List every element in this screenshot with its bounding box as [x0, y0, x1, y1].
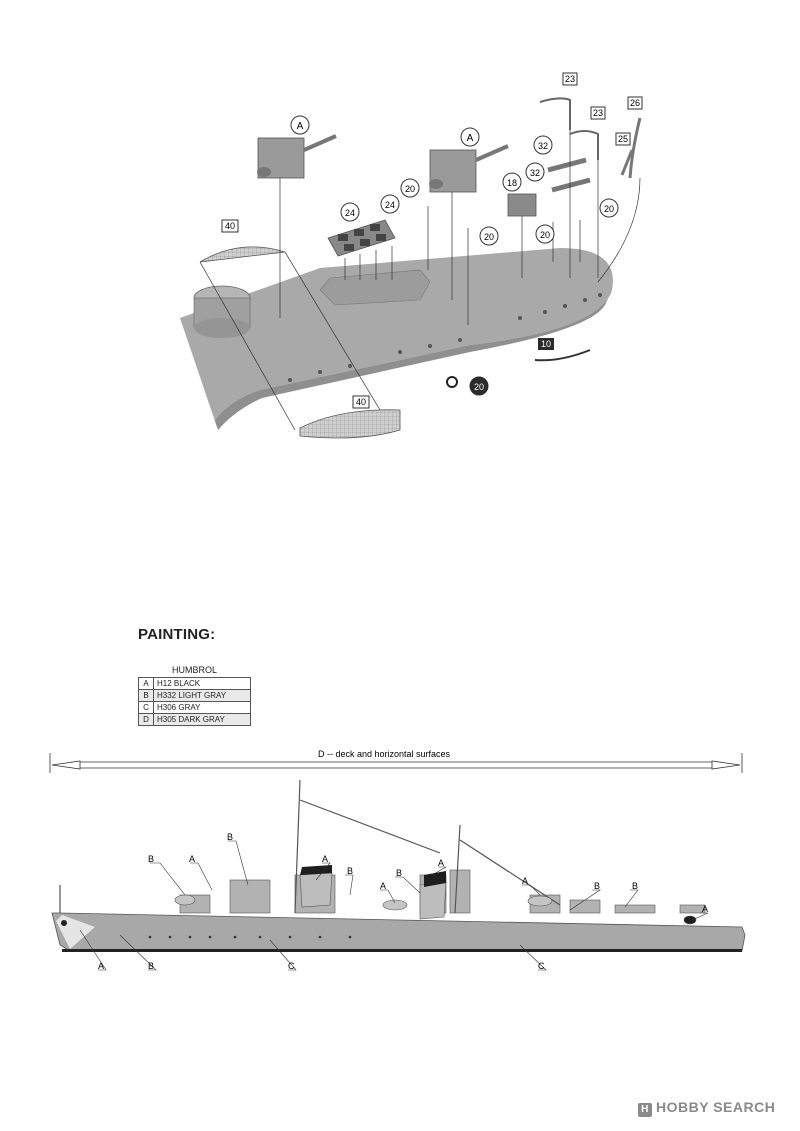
- label-b4: B: [396, 868, 402, 878]
- label-23-mid: 23: [590, 106, 606, 120]
- svg-text:A: A: [297, 121, 304, 132]
- funnel-forward: [299, 872, 333, 908]
- callout-32a: 32: [533, 135, 553, 155]
- svg-text:20: 20: [405, 184, 415, 194]
- paint-table-header: HUMBROL: [171, 665, 217, 675]
- assembly-diagram: A A 32 32 18 24 24 20 20 20 20 20 23 23 …: [180, 72, 643, 439]
- label-23-top: 23: [562, 72, 578, 86]
- callout-20c: 20: [535, 224, 555, 244]
- callout-20d: 20: [599, 198, 619, 218]
- profile-leader-lines: [79, 840, 709, 971]
- svg-text:20: 20: [474, 382, 484, 392]
- label-b2: B: [227, 832, 233, 842]
- paint-table: HUMBROL A H12 BLACK B H332 LIGHT GRAY C …: [138, 665, 251, 726]
- masts: [59, 779, 561, 914]
- gun-mount-right: [429, 144, 509, 193]
- leader-lines: [199, 130, 641, 431]
- portholes: [288, 293, 602, 382]
- hull: [51, 912, 746, 952]
- waterline-stripe: [62, 949, 742, 952]
- callout-24b: 24: [380, 194, 400, 214]
- painting-title: PAINTING:: [138, 626, 216, 643]
- svg-text:20: 20: [604, 204, 614, 214]
- label-b1: B: [148, 854, 154, 864]
- label-hull-a: A: [98, 961, 104, 971]
- label-10: 10: [538, 338, 554, 350]
- part-10: [534, 349, 591, 362]
- watermark-text: HOBBY SEARCH: [656, 1099, 776, 1115]
- svg-text:40: 40: [225, 221, 235, 231]
- grating-part-bottom: [299, 409, 401, 439]
- funnel-forward-cap: [300, 865, 332, 875]
- part-32-bars: [547, 157, 591, 193]
- svg-text:40: 40: [356, 397, 366, 407]
- rack-part-24: [327, 219, 396, 257]
- grating-part-top: [199, 246, 286, 263]
- watermark-logo-icon: H: [638, 1103, 652, 1117]
- svg-text:18: 18: [507, 178, 517, 188]
- label-26: 26: [627, 96, 643, 110]
- label-a3: A: [380, 881, 386, 891]
- part-18: [507, 193, 537, 217]
- funnel-aft: [419, 880, 447, 920]
- paint-row: A H12 BLACK: [138, 677, 251, 690]
- hull-portholes: [148, 935, 352, 939]
- label-hull-c2: C: [538, 961, 545, 971]
- svg-text:A: A: [467, 133, 474, 144]
- callout-18: 18: [502, 172, 522, 192]
- callout-20b: 20: [479, 226, 499, 246]
- svg-text:32: 32: [538, 141, 548, 151]
- paint-row: B H332 LIGHT GRAY: [138, 689, 251, 702]
- ring-part-20: [446, 376, 458, 388]
- paint-row: C H306 GRAY: [138, 701, 251, 714]
- callout-A-right: A: [460, 127, 480, 147]
- label-hull-c1: C: [288, 961, 295, 971]
- callout-20a: 20: [400, 178, 420, 198]
- label-b5: B: [594, 881, 600, 891]
- svg-text:23: 23: [565, 74, 575, 84]
- label-b6: B: [632, 881, 638, 891]
- label-a1: A: [189, 854, 195, 864]
- callout-24a: 24: [340, 202, 360, 222]
- ship-profile-diagram: D -- deck and horizontal surfaces: [49, 749, 746, 971]
- svg-text:23: 23: [593, 108, 603, 118]
- label-40-top: 40: [221, 219, 239, 233]
- deck-platform: [319, 269, 431, 306]
- svg-text:20: 20: [540, 230, 550, 240]
- poles-25-26: [620, 117, 642, 179]
- davit-parts-23: [539, 97, 599, 160]
- callout-20e: 20: [469, 376, 489, 396]
- svg-text:32: 32: [530, 168, 540, 178]
- callout-32b: 32: [525, 162, 545, 182]
- svg-text:20: 20: [484, 232, 494, 242]
- label-25: 25: [615, 132, 631, 146]
- label-a2: A: [322, 854, 328, 864]
- hull-section: [180, 248, 613, 420]
- hull-side: [180, 290, 612, 430]
- label-40-bottom: 40: [352, 395, 370, 409]
- label-a5: A: [522, 876, 528, 886]
- gun-mount-left: [257, 134, 337, 179]
- dimension-arrow: [49, 753, 743, 773]
- label-a4: A: [438, 858, 444, 868]
- funnel-aft-cap: [424, 871, 446, 887]
- anchor: [61, 920, 67, 926]
- label-hull-b: B: [148, 961, 154, 971]
- dimension-label: D -- deck and horizontal surfaces: [318, 749, 451, 759]
- svg-text:24: 24: [345, 208, 355, 218]
- paint-row: D H305 DARK GRAY: [138, 713, 251, 726]
- svg-text:10: 10: [541, 339, 551, 349]
- watermark: H HOBBY SEARCH: [638, 1099, 775, 1117]
- svg-text:26: 26: [630, 98, 640, 108]
- label-b3: B: [347, 866, 353, 876]
- svg-text:24: 24: [385, 200, 395, 210]
- svg-text:25: 25: [618, 134, 628, 144]
- gun-tub: [193, 285, 251, 338]
- callout-A-left: A: [290, 115, 310, 135]
- label-a6: A: [702, 904, 708, 914]
